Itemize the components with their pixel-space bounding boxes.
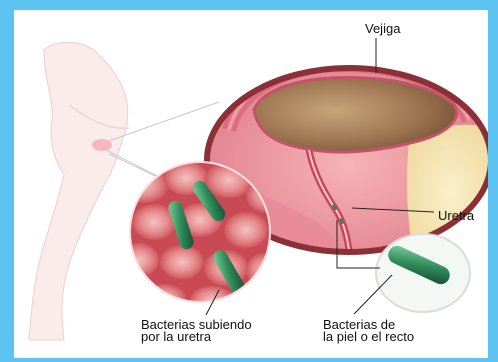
bacteria-source-label-line2: la piel o el recto	[323, 330, 414, 343]
urinary-tract-infection-illustration	[14, 10, 488, 358]
urethra-label: Uretra	[438, 209, 474, 222]
skin-rectum-bacterium	[376, 234, 470, 312]
bladder-label: Vejiga	[365, 22, 400, 35]
bacteria-ascending-label-line2: por la uretra	[141, 330, 211, 343]
illustration-panel: Vejiga Uretra Bacterias subiendo por la …	[14, 10, 488, 358]
body-silhouette	[29, 42, 129, 340]
